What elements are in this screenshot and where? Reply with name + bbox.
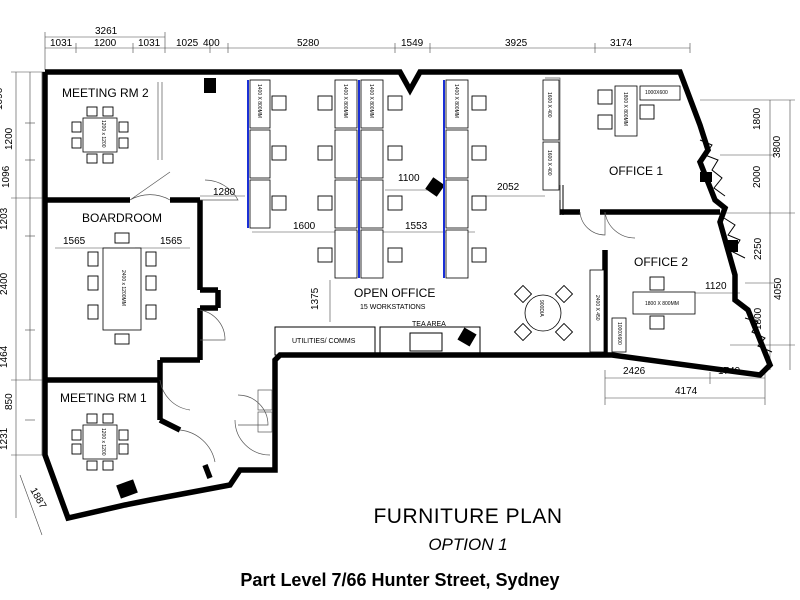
mr1-table-label: 1200 x 1200: [100, 428, 106, 456]
dim-left-850: 850: [4, 393, 15, 410]
ws-desk-label-c: 1400 X 800MM: [368, 84, 374, 118]
ws-desk-label-a: 1400 X 800MM: [256, 84, 262, 118]
dim-right-1800b: 1800: [753, 307, 764, 330]
dim-top-5280: 5280: [297, 38, 320, 49]
room-label-meeting-2: MEETING RM 2: [62, 86, 149, 100]
room-label-office-2: OFFICE 2: [634, 255, 688, 269]
room-label-boardroom: BOARDROOM: [82, 211, 162, 225]
plan-title: FURNITURE PLAN: [373, 505, 563, 528]
dim-right-1800a: 1800: [752, 107, 763, 130]
meeting-room-2-furniture: 1200 x 1200: [71, 106, 129, 164]
dim-left-1096a: 1096: [0, 87, 5, 110]
boardroom-furniture: 2400 x 1200MM: [87, 232, 157, 345]
dim-bot-4174: 4174: [675, 386, 698, 397]
dim-in-1600: 1600: [293, 221, 316, 232]
ws-desk-label-b: 1400 X 800MM: [342, 84, 348, 118]
doors: [129, 77, 636, 463]
mr2-table-label: 1200 x 1200: [100, 120, 106, 148]
dim-left-1464: 1464: [0, 345, 10, 368]
room-label-utilities: UTILITIES/ COMMS: [292, 338, 356, 345]
dim-right-3800: 3800: [772, 135, 783, 158]
plan-address: Part Level 7/66 Hunter Street, Sydney: [240, 570, 560, 590]
storage-cabinets: 1600 X 400 1600 X 400: [542, 79, 560, 191]
plan-option: OPTION 1: [428, 535, 508, 554]
dim-in-1280: 1280: [213, 187, 236, 198]
utilities-tea: [274, 326, 481, 356]
cabinet-label-2: 1600 X 400: [546, 150, 552, 176]
walls: [41, 69, 774, 522]
dim-left-1200: 1200: [4, 127, 15, 150]
ws-desk-label-d: 1400 X 800MM: [453, 84, 459, 118]
office2-side-label: 2400 X 450: [594, 295, 600, 321]
room-label-meeting-1: MEETING RM 1: [60, 391, 147, 405]
dim-left-1231: 1231: [0, 427, 10, 450]
dim-in-2052: 2052: [497, 182, 520, 193]
room-label-tea-area: TEA AREA: [412, 321, 446, 328]
dim-right-2250: 2250: [753, 237, 764, 260]
dim-right-2000: 2000: [752, 165, 763, 188]
room-label-open-office: OPEN OFFICE: [354, 286, 435, 300]
dim-in-1565b: 1565: [160, 236, 183, 247]
dim-in-1120: 1120: [705, 281, 727, 292]
dim-top-1031a: 1031: [50, 38, 73, 49]
cabinet-label-1: 1600 X 400: [546, 92, 552, 118]
office1-side-label: 1000X600: [645, 90, 668, 96]
dim-bot-2426: 2426: [623, 366, 646, 377]
office-1-furniture: 1800 X 800MM 1000X600: [597, 85, 681, 137]
round-table-label: 900DIA: [538, 300, 544, 317]
dim-top-1200: 1200: [94, 38, 117, 49]
workstations: 1400 X 800MM 1400 X 800MM 1400 X 800MM 1…: [247, 79, 487, 279]
dim-top-400: 400: [203, 38, 220, 49]
dim-in-1100: 1100: [398, 173, 420, 184]
dim-in-1565a: 1565: [63, 236, 86, 247]
dim-top-1549: 1549: [401, 38, 424, 49]
dimension-values: 3261 1031 1200 1031 1025 400 5280 1549 3…: [0, 26, 784, 511]
dim-top-3174: 3174: [610, 38, 633, 49]
workstation-count: 15 WORKSTATIONS: [360, 304, 426, 311]
meeting-room-1-furniture: 1200 x 1200: [71, 413, 129, 471]
dim-in-1553: 1553: [405, 221, 428, 232]
dim-left-1203: 1203: [0, 207, 10, 230]
office-2-furniture: 1800 X 800MM 2400 X 450 1000X600: [589, 269, 696, 353]
dim-top-total: 3261: [95, 26, 118, 37]
room-label-office-1: OFFICE 1: [609, 164, 663, 178]
dim-left-1096b: 1096: [1, 165, 12, 188]
round-table: 900DIA: [513, 284, 574, 342]
dim-top-1025: 1025: [176, 38, 199, 49]
dim-left-1887: 1887: [27, 486, 48, 511]
boardroom-table-label: 2400 x 1200MM: [120, 270, 126, 306]
dim-in-1375: 1375: [310, 287, 321, 310]
dim-top-1031b: 1031: [138, 38, 161, 49]
office1-desk-label: 1800 X 800MM: [622, 92, 628, 126]
dim-right-4050: 4050: [773, 277, 784, 300]
office2-return-label: 1000X600: [616, 322, 622, 345]
office2-desk-label: 1800 X 800MM: [645, 301, 679, 307]
room-labels: MEETING RM 2 BOARDROOM MEETING RM 1 OPEN…: [60, 86, 688, 405]
dim-bot-1749: 1749: [718, 366, 741, 377]
dim-left-2400: 2400: [0, 272, 10, 295]
dim-top-3925: 3925: [505, 38, 528, 49]
